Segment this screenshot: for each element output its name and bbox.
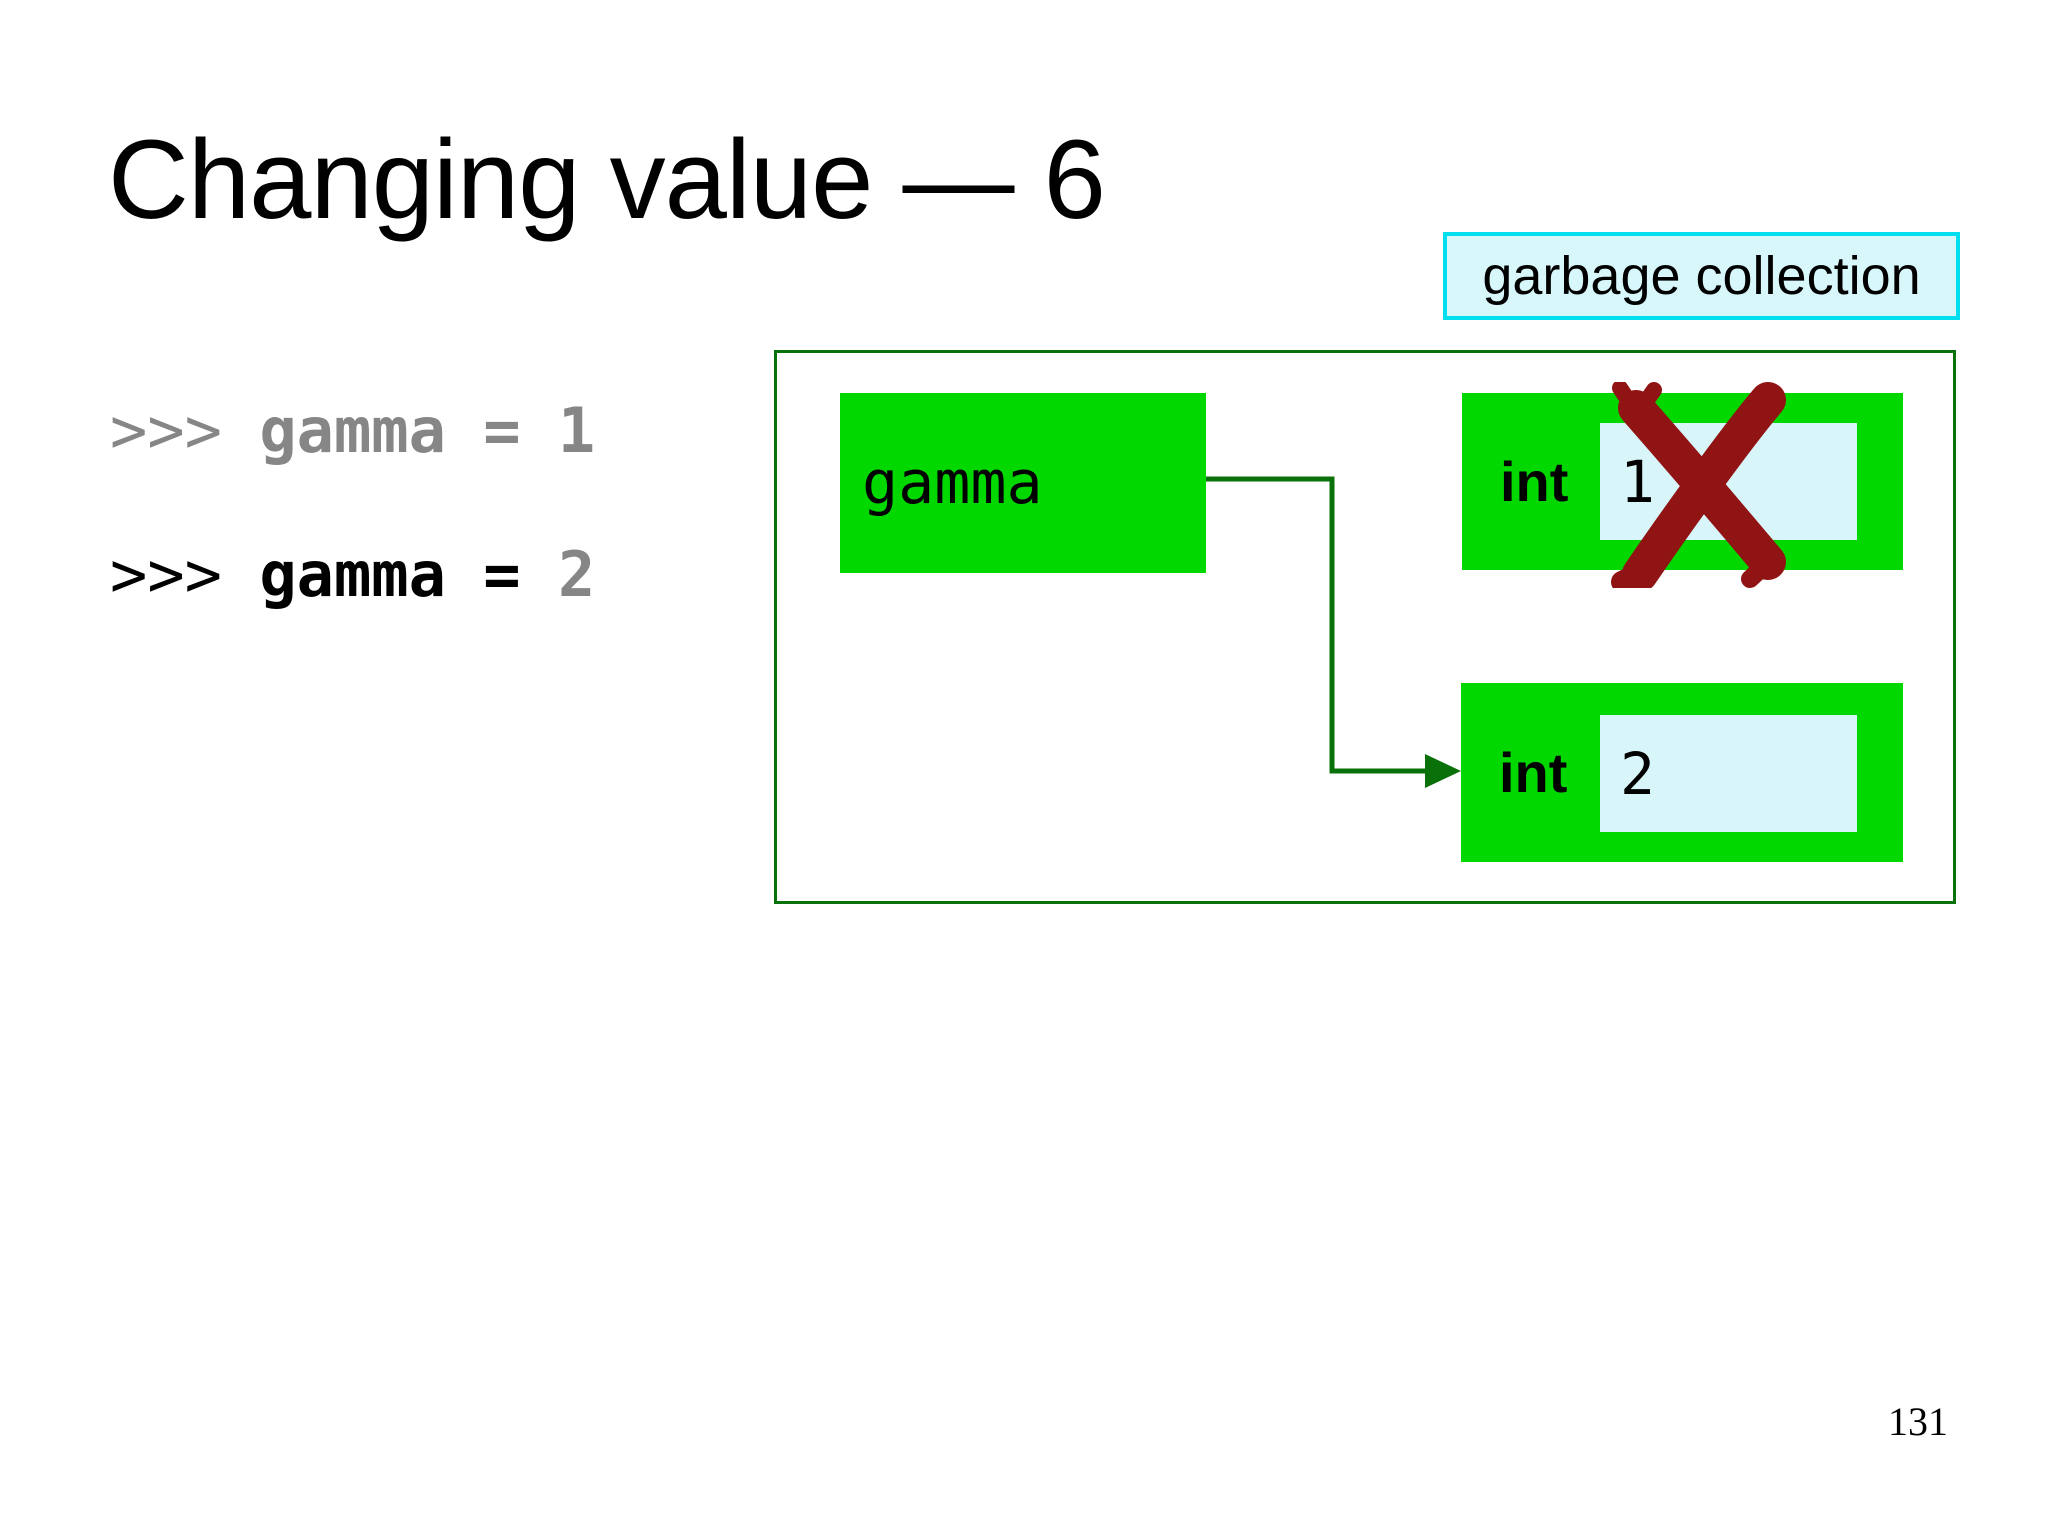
garbage-collection-tag: garbage collection	[1443, 232, 1960, 320]
value-text: 2	[1620, 739, 1655, 808]
code-prompt: >>>	[110, 538, 260, 611]
variable-label: gamma	[862, 448, 1043, 518]
value-slot: 2	[1600, 715, 1857, 832]
value-slot: 1	[1600, 423, 1857, 540]
object-box-int-1: int 1	[1462, 393, 1903, 570]
type-label: int	[1500, 450, 1569, 513]
code-value: 2	[557, 538, 596, 611]
page-title: Changing value — 6	[108, 117, 1106, 242]
type-label: int	[1499, 741, 1568, 804]
garbage-collection-label: garbage collection	[1482, 246, 1921, 306]
code-statement: gamma = 1	[259, 394, 596, 467]
code-prompt: >>>	[110, 394, 260, 467]
code-statement: gamma =	[259, 538, 558, 611]
page-number: 131	[1888, 1399, 1948, 1444]
value-text: 1	[1620, 447, 1655, 516]
code-line-current: >>> gamma = 2	[110, 538, 595, 611]
object-box-int-2: int 2	[1461, 683, 1903, 862]
memory-diagram-frame	[774, 350, 1956, 904]
code-line-previous: >>> gamma = 1	[110, 394, 595, 467]
variable-box-gamma: gamma	[840, 393, 1206, 573]
